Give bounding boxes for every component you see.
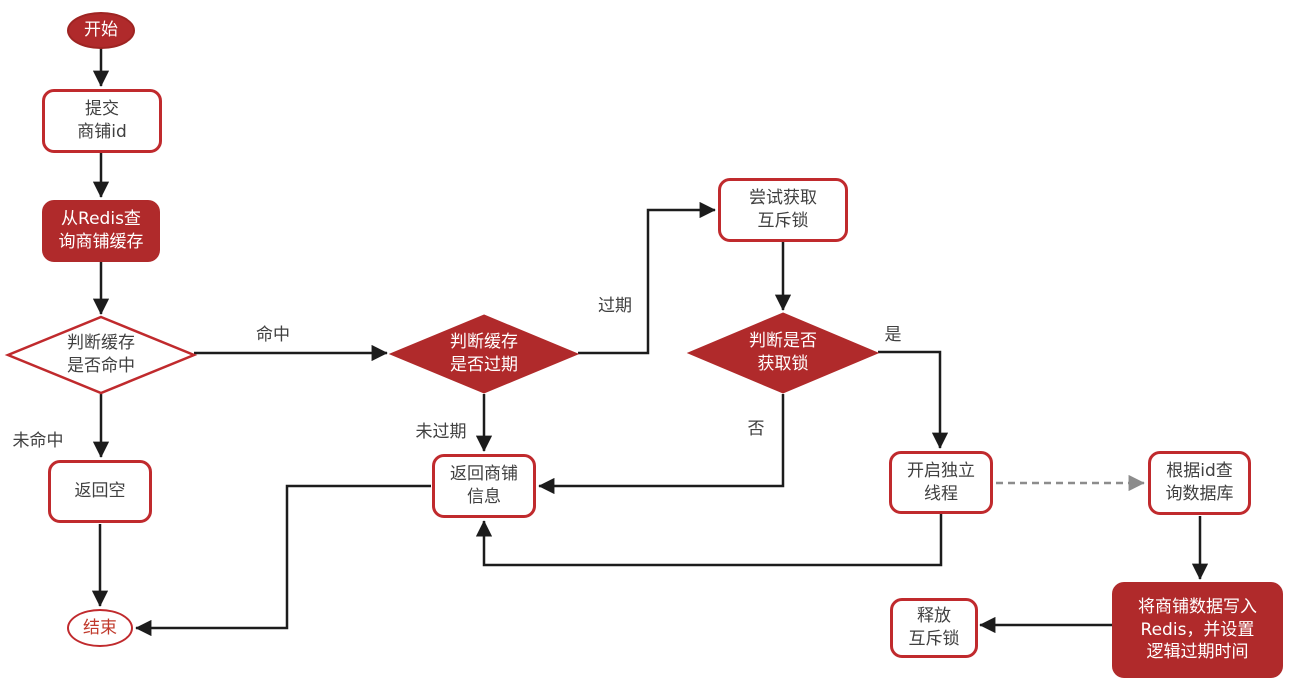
node-start-label: 开始	[84, 20, 118, 41]
edge-thread-to-return-shop	[475, 514, 943, 567]
edge-label-hit: 命中	[256, 325, 290, 345]
node-end: 结束	[67, 609, 133, 647]
node-submit-shop-id: 提交 商铺id	[42, 89, 162, 153]
decision-lock-acquired-shape	[686, 312, 880, 394]
edge-label-no: 否	[747, 419, 765, 439]
node-query-db-by-id: 根据id查 询数据库	[1148, 451, 1251, 515]
edge-label-not-expired: 未过期	[415, 422, 467, 442]
node-start-independent-thread: 开启独立 线程	[889, 451, 993, 514]
edge-return-shop-to-end	[135, 484, 431, 637]
node-start-independent-thread-label: 开启独立 线程	[907, 460, 975, 504]
node-return-shop-info: 返回商铺 信息	[432, 454, 536, 518]
edge-check-lock-to-thread	[878, 350, 949, 449]
node-release-mutex-label: 释放 互斥锁	[908, 606, 960, 649]
node-query-redis-cache: 从Redis查 询商铺缓存	[42, 200, 160, 262]
node-submit-shop-id-label: 提交 商铺id	[77, 99, 127, 142]
node-end-label: 结束	[83, 617, 117, 638]
node-return-shop-info-label: 返回商铺 信息	[450, 464, 518, 507]
node-try-acquire-mutex: 尝试获取 互斥锁	[718, 178, 848, 242]
node-write-to-redis-label: 将商铺数据写入 Redis，并设置 逻辑过期时间	[1138, 596, 1257, 663]
node-return-null-label: 返回空	[74, 481, 126, 502]
node-query-redis-cache-label: 从Redis查 询商铺缓存	[58, 209, 144, 252]
edge-label-yes: 是	[884, 325, 902, 345]
edge-label-miss: 未命中	[12, 431, 64, 451]
decision-cache-expired-shape	[388, 314, 580, 394]
node-write-to-redis: 将商铺数据写入 Redis，并设置 逻辑过期时间	[1112, 582, 1283, 678]
edge-label-expired: 过期	[598, 296, 632, 316]
node-try-acquire-mutex-label: 尝试获取 互斥锁	[749, 188, 817, 231]
edge-check-lock-to-return-shop	[538, 394, 785, 495]
edge-check-expired-to-try-lock	[578, 201, 716, 355]
node-query-db-by-id-label: 根据id查 询数据库	[1165, 461, 1234, 504]
node-return-null: 返回空	[48, 460, 152, 523]
decision-cache-hit-shape	[4, 315, 198, 395]
node-release-mutex: 释放 互斥锁	[890, 598, 978, 658]
node-start: 开始	[67, 12, 135, 49]
